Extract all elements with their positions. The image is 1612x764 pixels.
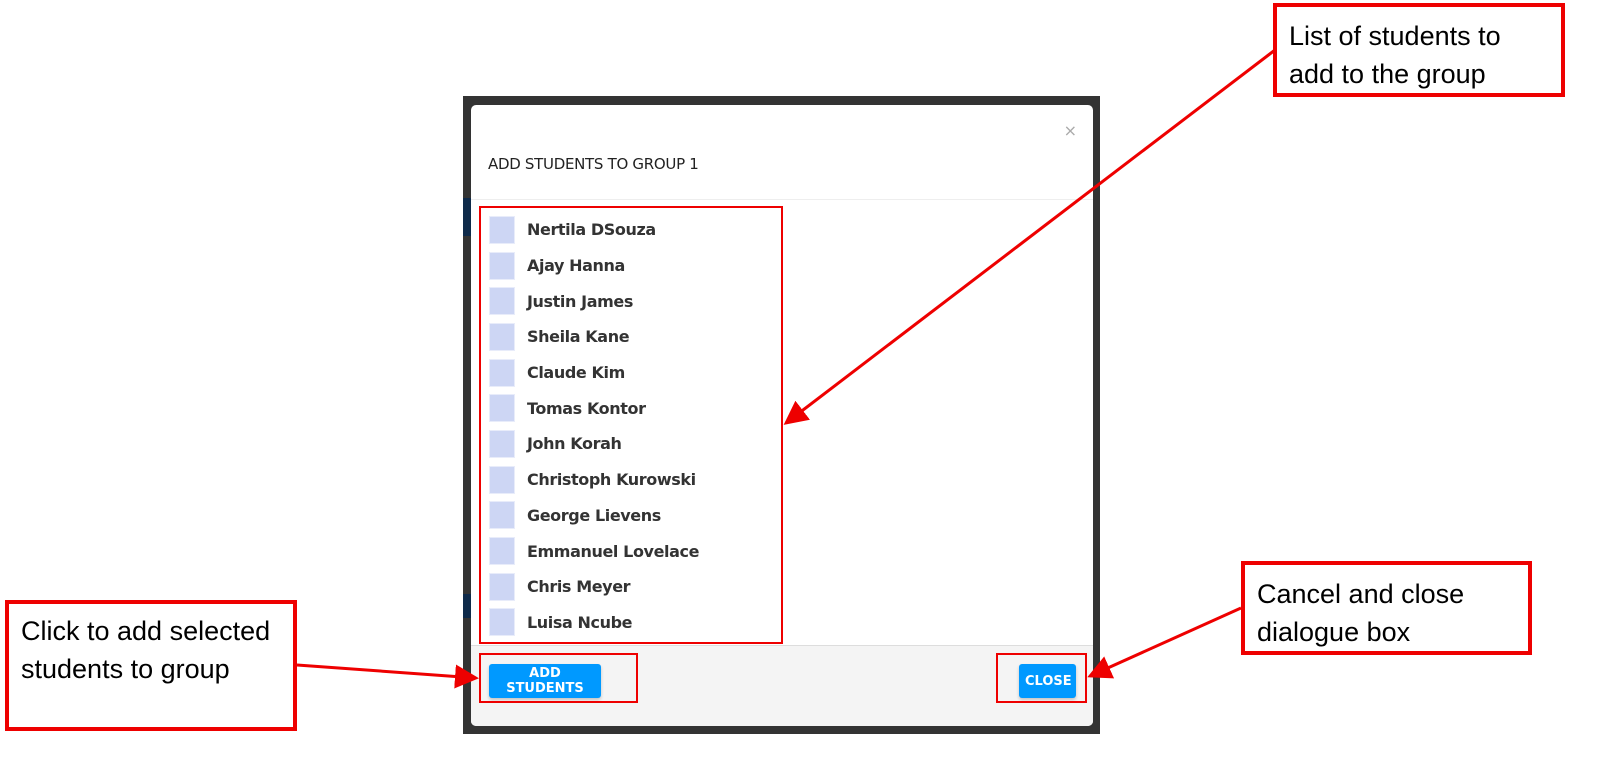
callout-student-list: List of students to add to the group (1273, 3, 1565, 97)
student-checkbox[interactable] (489, 608, 515, 637)
close-button[interactable]: CLOSE (1019, 664, 1076, 698)
student-name: John Korah (527, 434, 622, 454)
add-button-highlight (479, 653, 638, 703)
student-name: Ajay Hanna (527, 256, 625, 276)
student-name: George Lievens (527, 505, 661, 525)
student-list-item[interactable]: Emmanuel Lovelace (489, 533, 699, 569)
student-checkbox[interactable] (489, 537, 515, 566)
student-list-item[interactable]: Sheila Kane (489, 319, 699, 355)
student-name: Chris Meyer (527, 577, 631, 597)
student-name: Nertila DSouza (527, 220, 656, 240)
dialog-footer: ADD STUDENTS CLOSE (471, 645, 1093, 726)
add-students-button[interactable]: ADD STUDENTS (489, 664, 601, 698)
student-list-item[interactable]: George Lievens (489, 498, 699, 534)
student-checkbox[interactable] (489, 501, 515, 530)
background-page-fragment (463, 198, 471, 236)
student-checkbox[interactable] (489, 251, 515, 280)
student-name: Emmanuel Lovelace (527, 541, 700, 561)
student-name: Sheila Kane (527, 327, 630, 347)
student-list-item[interactable]: Tomas Kontor (489, 390, 699, 426)
student-name: Tomas Kontor (527, 398, 646, 418)
close-button-highlight (996, 653, 1087, 703)
student-checkbox[interactable] (489, 287, 515, 316)
arrow-list (783, 48, 1276, 425)
arrow-add (296, 663, 479, 689)
divider (471, 199, 1093, 200)
arrow-close (1087, 606, 1242, 679)
student-checkbox[interactable] (489, 322, 515, 351)
student-list-item[interactable]: Claude Kim (489, 355, 699, 391)
student-name: Justin James (527, 291, 633, 311)
student-checkbox[interactable] (489, 429, 515, 458)
student-name: Christoph Kurowski (527, 470, 696, 490)
student-checkbox[interactable] (489, 215, 515, 244)
student-checkbox[interactable] (489, 465, 515, 494)
callout-close: Cancel and close dialogue box (1241, 561, 1532, 655)
dialog-title: ADD STUDENTS TO GROUP 1 (488, 155, 699, 173)
student-list-item[interactable]: Ajay Hanna (489, 248, 699, 284)
student-list-item[interactable]: Luisa Ncube (489, 605, 699, 641)
callout-add-students: Click to add selected students to group (5, 600, 297, 731)
student-list-highlight (479, 206, 783, 644)
close-icon[interactable]: × (1063, 121, 1077, 140)
student-list-item[interactable]: John Korah (489, 426, 699, 462)
student-list-item[interactable]: Nertila DSouza (489, 212, 699, 248)
student-checkbox[interactable] (489, 572, 515, 601)
background-page-fragment (463, 594, 471, 618)
student-list-item[interactable]: Chris Meyer (489, 569, 699, 605)
student-checkbox[interactable] (489, 358, 515, 387)
student-name: Luisa Ncube (527, 612, 633, 632)
student-name: Claude Kim (527, 363, 625, 383)
student-checkbox[interactable] (489, 394, 515, 423)
student-list-item[interactable]: Justin James (489, 283, 699, 319)
student-list-item[interactable]: Christoph Kurowski (489, 462, 699, 498)
